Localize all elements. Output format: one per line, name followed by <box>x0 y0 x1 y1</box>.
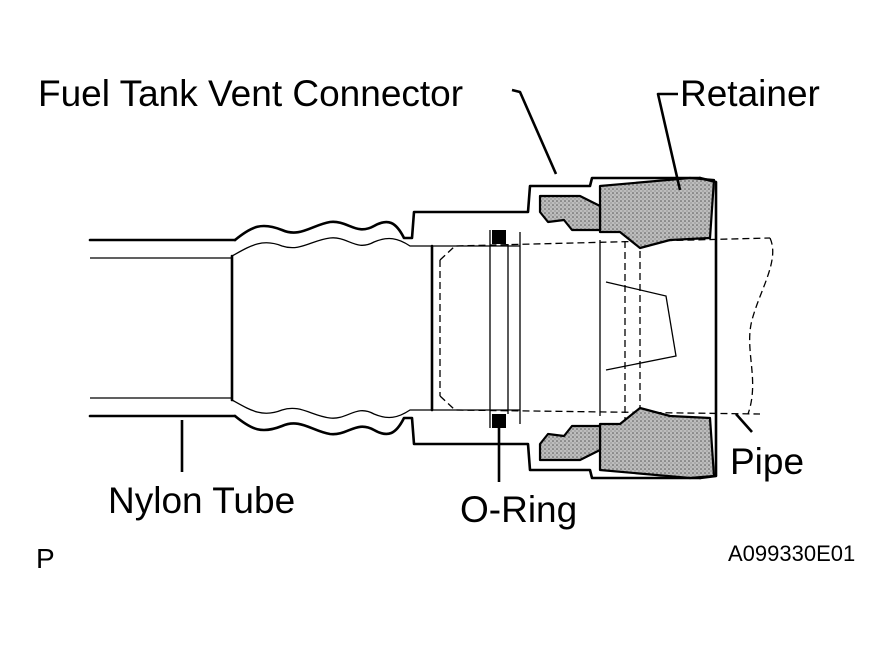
pipe-leader <box>735 413 753 433</box>
o-ring-label: O-Ring <box>460 489 577 530</box>
leader-lines <box>180 88 753 482</box>
retainer <box>538 176 718 480</box>
figure-code: A099330E01 <box>728 541 855 566</box>
retainer-leader <box>656 92 682 191</box>
page-letter: P <box>36 543 55 574</box>
connector-leader <box>511 88 558 175</box>
pipe-label: Pipe <box>730 441 804 482</box>
retainer-label: Retainer <box>680 73 820 114</box>
connector-body <box>231 176 702 480</box>
nylon-tube <box>88 238 237 418</box>
o-ring <box>489 230 509 428</box>
nylon-tube-label: Nylon Tube <box>108 480 295 521</box>
connector-label: Fuel Tank Vent Connector <box>38 73 463 114</box>
